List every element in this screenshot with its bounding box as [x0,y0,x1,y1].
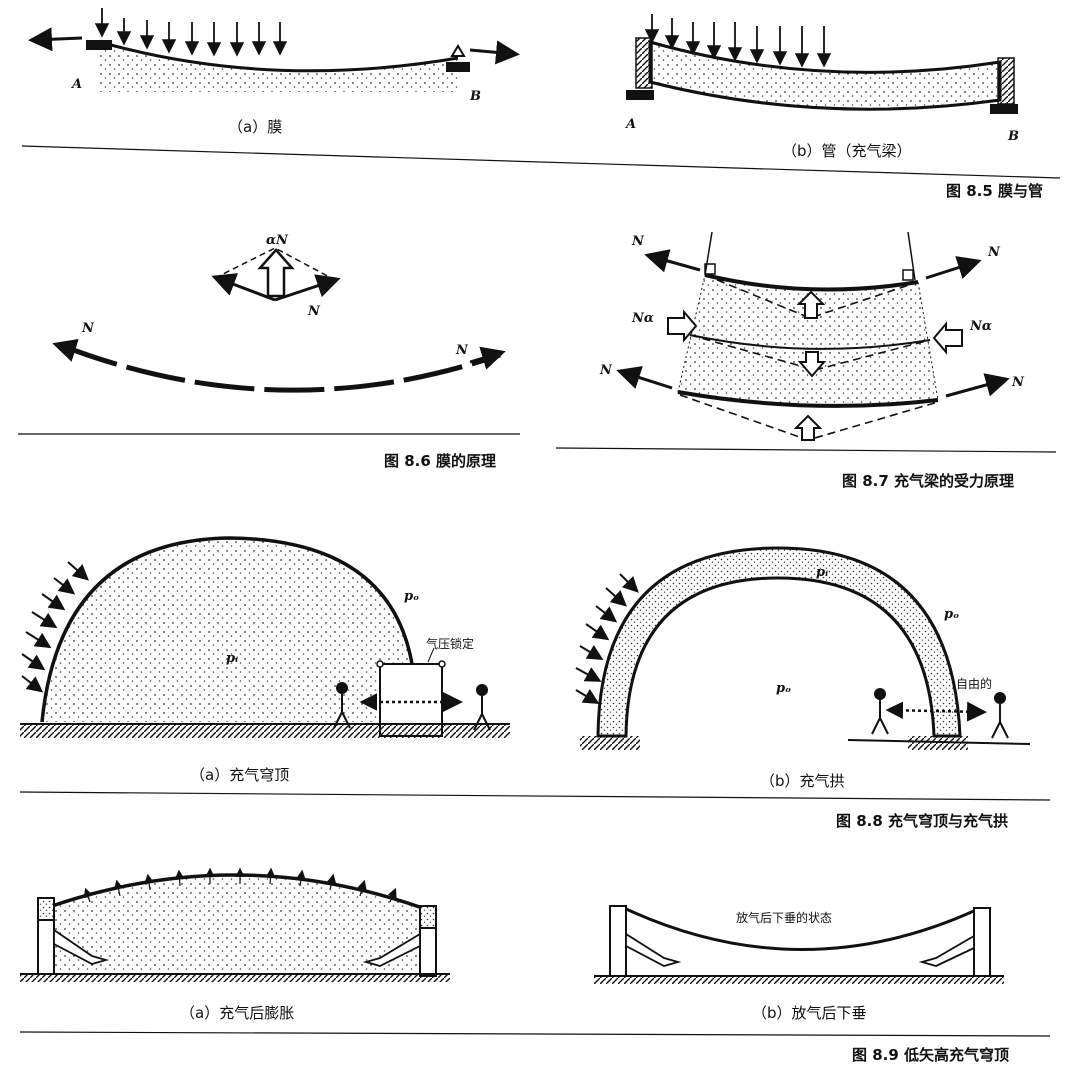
label-sag: 放气后下垂的状态 [736,910,832,925]
label-alpha-n: αN [266,233,289,248]
label-a: A [70,77,82,92]
subcaption-a: （a）膜 [228,118,282,136]
figure-caption: 图 8.8 充气穹顶与充气拱 [836,812,1008,830]
label-n-tl: N [631,234,645,249]
label-free: 自由的 [956,676,992,691]
arch-diagram: 自由的 pᵢ pₒ pₒ （b）充气拱 [575,546,1031,790]
arch-shell [596,546,962,738]
figure-8-5: A B （a）膜 A B （b）管（充气梁） [21,8,1061,200]
figure-8-7: N N Nα Nα N N 图 8.7 充气梁的受力原理 [555,231,1057,490]
divider [19,1031,1051,1037]
label-po-inner: pₒ [776,681,791,696]
label-na-r: Nα [969,319,992,334]
figure-caption: 图 8.9 低矢高充气穹顶 [852,1046,1009,1064]
tube-diagram: A B （b）管（充气梁） [624,14,1019,160]
wind-arrows [21,561,89,693]
figure-8-6: αN N N N 图 8.6 膜的原理 [18,233,520,470]
dome-diagram: 气压锁定 pᵢ pₒ （a）充气穹顶 [20,536,510,784]
subcaption-b: （b）放气后下垂 [752,1004,867,1022]
ground [20,974,450,982]
person-icon [333,682,491,731]
divider [19,791,1051,801]
divider [555,447,1057,453]
label-n: N [307,304,321,319]
column-right [973,907,991,977]
ground [594,976,1004,984]
membrane-line [99,40,459,73]
label-n-tr: N [987,245,1001,260]
figure-caption: 图 8.7 充气梁的受力原理 [842,472,1014,490]
wind-arrows [575,573,639,705]
dome-fill [42,538,412,722]
subcaption-b: （b）充气拱 [760,772,845,790]
support-a [86,40,112,50]
figure-8-9: （a）充气后膨胀 放气后下垂的状态 （b）放气后下垂 图 8.9 低矢高充气穹顶 [19,867,1051,1064]
load-arrows [94,8,288,57]
label-n-br: N [1011,375,1025,390]
deflated-dome-diagram: 放气后下垂的状态 （b）放气后下垂 [594,905,1004,1022]
resultant-arrow [257,248,295,298]
subcaption-b: （b）管（充气梁） [782,142,912,160]
pressure-arrows [83,867,397,903]
column-left [609,905,627,977]
figure-caption: 图 8.6 膜的原理 [384,452,496,470]
label-b: B [1007,129,1019,144]
membrane-curve [59,342,501,393]
end-cap-right [997,57,1015,105]
tension-arrow-right [469,40,520,65]
subcaption-a: （a）充气穹顶 [190,766,289,784]
ground [20,724,510,738]
sagging-membrane [623,906,977,951]
label-n-right: N [455,343,469,358]
label-lock: 气压锁定 [426,636,474,651]
load-arrows [644,14,832,68]
membrane-diagram: A B （a）膜 [28,8,520,136]
label-a: A [624,117,636,132]
figure-caption: 图 8.5 膜与管 [946,182,1043,200]
figure-8-8: 气压锁定 pᵢ pₒ （a）充气穹顶 [19,536,1051,830]
membrane-fill [100,42,458,92]
inflated-dome-diagram: （a）充气后膨胀 [20,867,450,1022]
person-icon [871,688,1009,739]
label-pi: pᵢ [816,565,828,580]
end-cap-left [635,37,653,89]
tension-arrow-left [28,27,83,52]
subcaption-a: （a）充气后膨胀 [180,1004,294,1022]
label-b: B [469,89,481,104]
label-n-left: N [81,321,95,336]
label-na-l: Nα [631,311,654,326]
label-pi: pᵢ [226,651,238,666]
ground [580,736,640,750]
tube-beam [648,40,1002,111]
label-po: pₒ [404,589,419,604]
label-n-bl: N [599,363,613,378]
dome-shell [40,536,414,723]
support-b [450,44,466,57]
label-po-outer: pₒ [944,607,959,622]
